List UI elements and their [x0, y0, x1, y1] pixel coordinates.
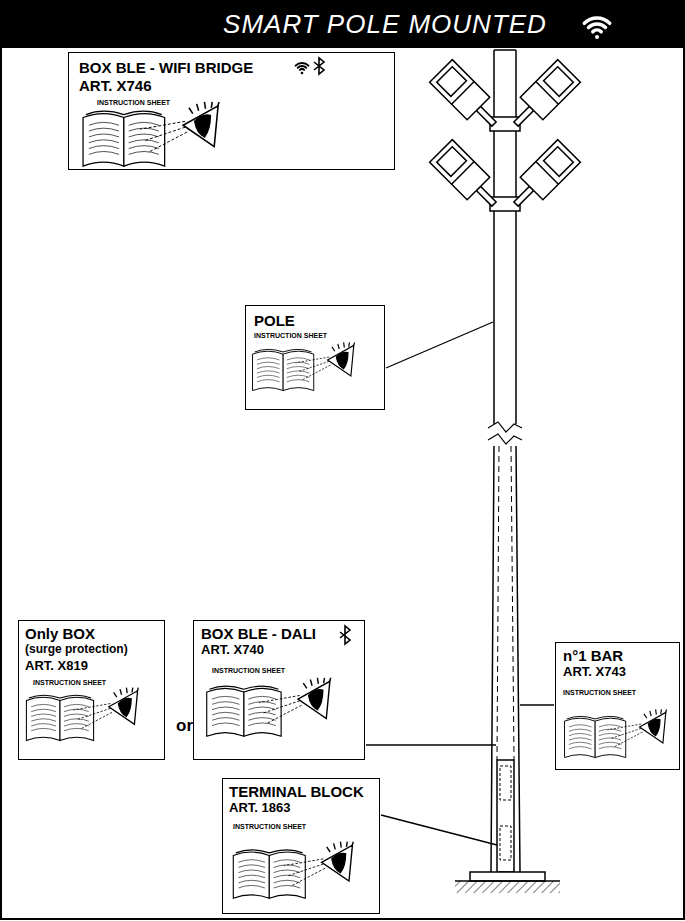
part-box: BOX BLE - DALIART. X740INSTRUCTION SHEET: [193, 620, 365, 760]
sheet-caption: INSTRUCTION SHEET: [33, 679, 106, 687]
sheet-caption: INSTRUCTION SHEET: [254, 332, 327, 340]
part-text: ART. X819: [25, 659, 88, 674]
part-name: Only BOX: [25, 625, 95, 642]
part-name: BOX BLE - WIFI BRIDGE: [79, 59, 253, 76]
part-text: ART. X746: [79, 77, 152, 94]
part-box: n°1 BARART. X743INSTRUCTION SHEET: [555, 642, 680, 770]
wifi-icon: [584, 18, 609, 39]
part-box: BOX BLE - WIFI BRIDGEART. X746INSTRUCTIO…: [68, 52, 395, 170]
part-text: (surge protection): [25, 643, 128, 657]
part-text: ART. X743: [563, 665, 626, 680]
connector-word: or: [176, 716, 193, 736]
leader-lines: [366, 322, 554, 845]
bluetooth-icon: [314, 58, 324, 74]
page-title: SMART POLE MOUNTED: [223, 9, 547, 40]
sheet-caption: INSTRUCTION SHEET: [212, 667, 285, 675]
wifi-icon: [296, 63, 309, 74]
part-box: Only BOX(surge protection) ART. X819INSTR…: [18, 620, 165, 760]
part-box: TERMINAL BLOCKART. 1863INSTRUCTION SHEET: [222, 778, 380, 914]
bluetooth-icon: [340, 626, 350, 644]
part-name: BOX BLE - DALI: [201, 625, 316, 642]
sheet-caption: INSTRUCTION SHEET: [233, 823, 306, 831]
part-name: TERMINAL BLOCK: [229, 783, 364, 800]
part-name: n°1 BAR: [563, 647, 623, 664]
sheet-caption: INSTRUCTION SHEET: [97, 99, 170, 107]
part-box: POLE INSTRUCTION SHEET: [245, 305, 385, 410]
part-text: ART. X740: [201, 643, 264, 658]
sheet-caption: INSTRUCTION SHEET: [563, 689, 636, 697]
part-name: POLE: [254, 312, 295, 329]
luminaire-heads: [430, 60, 581, 216]
header-band: [0, 0, 685, 48]
part-text: ART. 1863: [229, 801, 290, 816]
